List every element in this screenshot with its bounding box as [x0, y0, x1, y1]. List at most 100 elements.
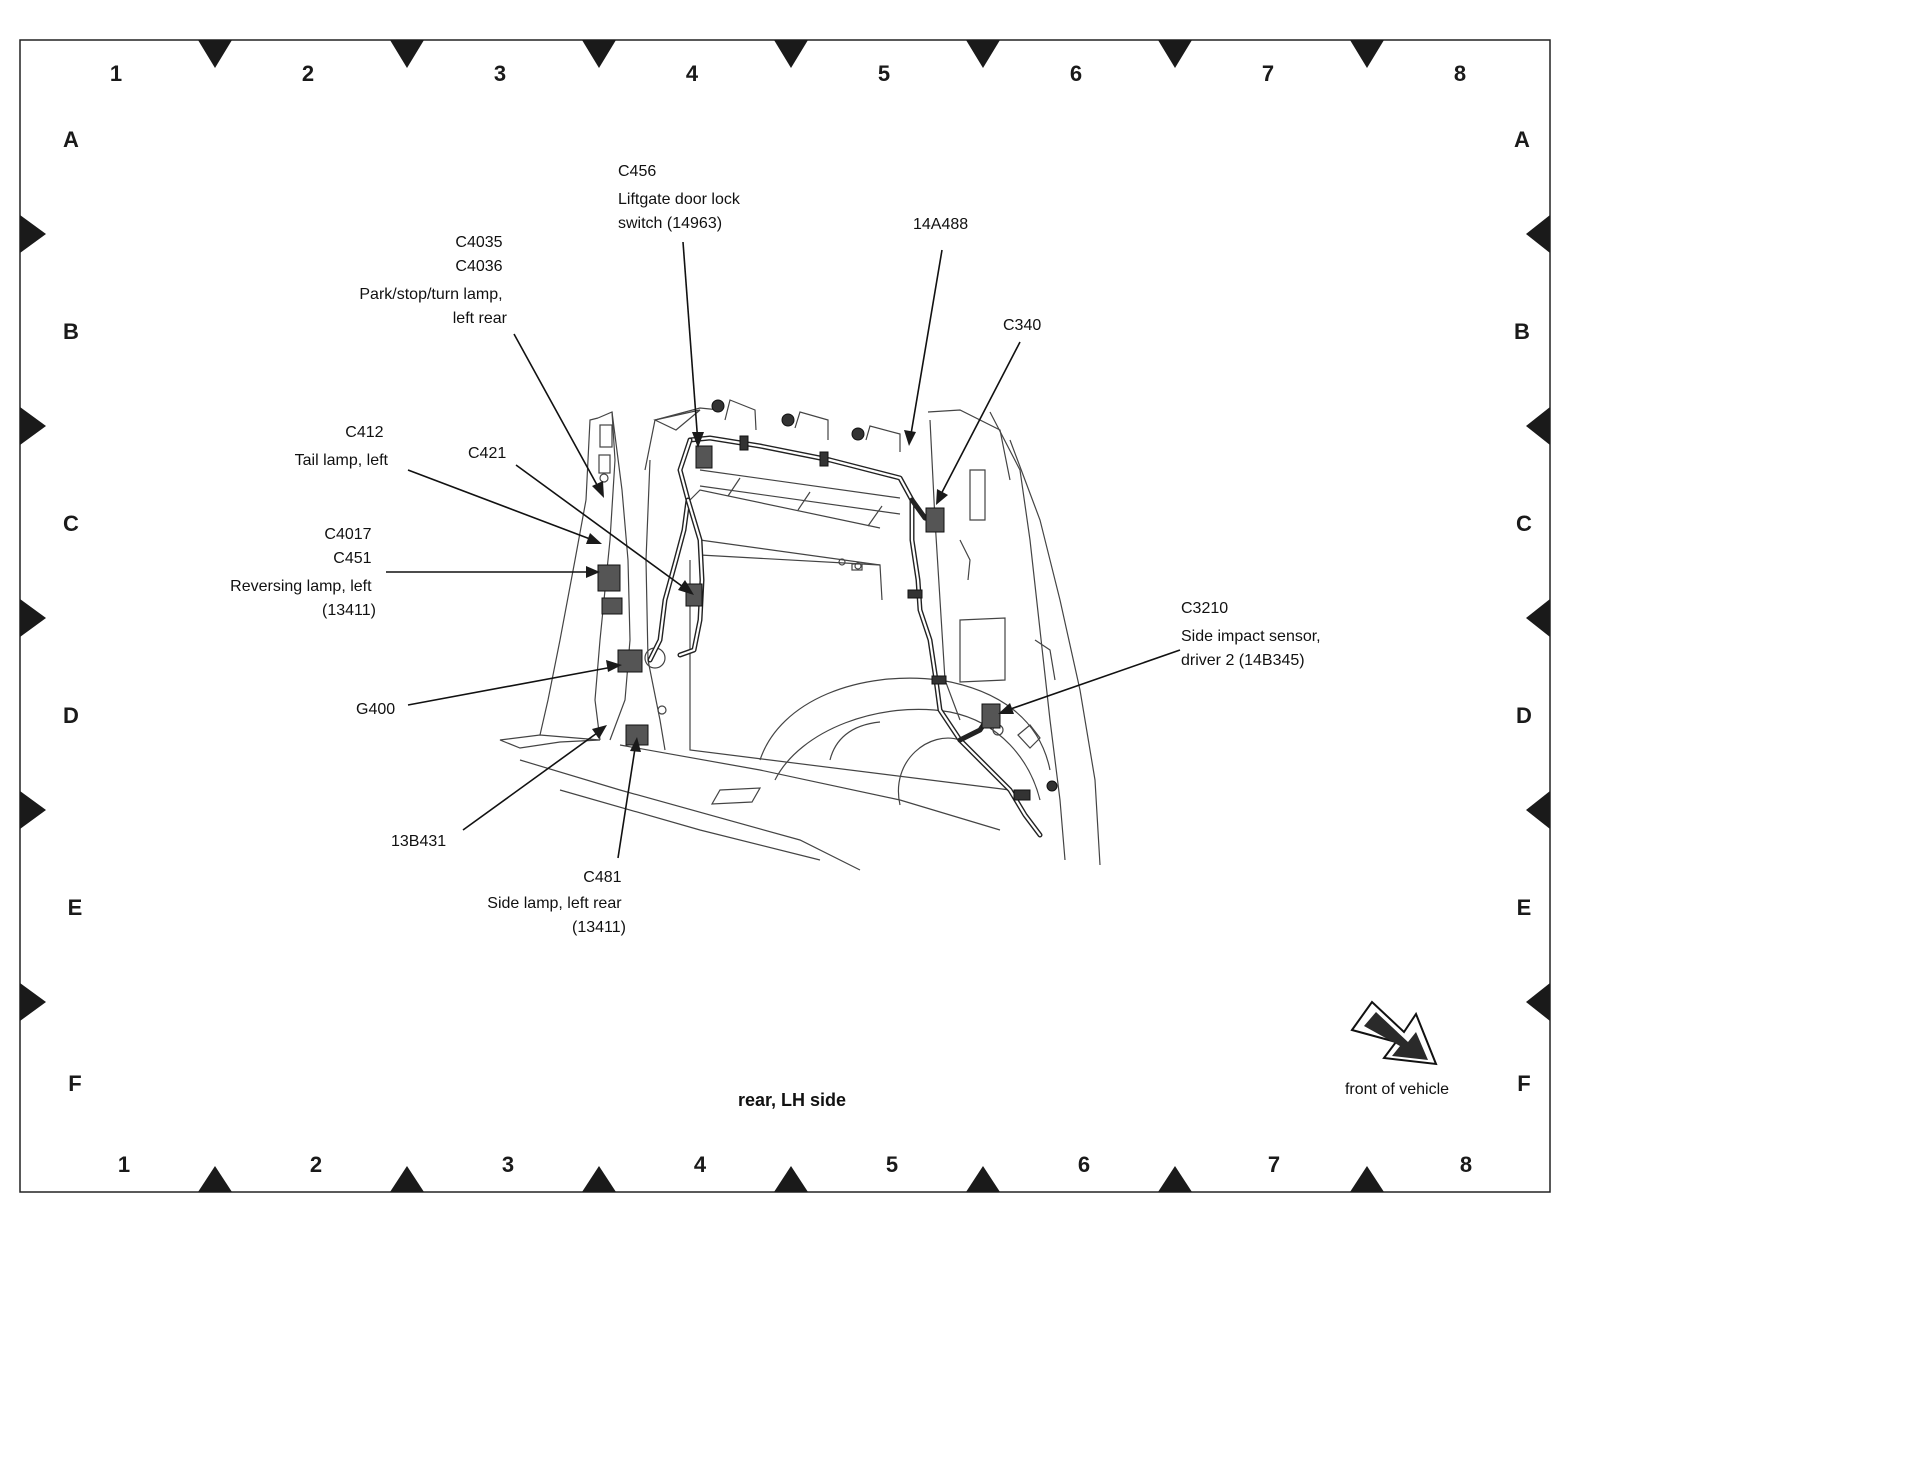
grid-column-label-top: 2 [302, 61, 314, 86]
left-zone-ticks [20, 215, 46, 1021]
callout-c4017-line: C451 [333, 550, 371, 567]
callout-g400: G400 [356, 701, 395, 718]
grid-column-label-top: 5 [878, 61, 890, 86]
callout-c481-line: C481 [583, 869, 621, 886]
callout-c481-line: Side lamp, left rear [487, 895, 622, 912]
bottom-zone-ticks [198, 1166, 1384, 1192]
left-tick [20, 791, 46, 829]
grid-row-label-right: D [1516, 703, 1532, 728]
grid-row-label-left: C [63, 511, 79, 536]
wiring-harness [647, 437, 693, 663]
grid-column-label-bottom: 4 [694, 1152, 707, 1177]
view-caption: rear, LH side [738, 1090, 846, 1110]
grid-column-label-bottom: 8 [1460, 1152, 1472, 1177]
grid-column-label-bottom: 3 [502, 1152, 514, 1177]
connector-c456 [695, 445, 713, 469]
left-tick [20, 407, 46, 445]
bottom-tick [774, 1166, 808, 1192]
harness-clip [1013, 789, 1031, 801]
callout-c412: C412 Tail lamp, left [295, 424, 389, 469]
callout-c3210-line: C3210 [1181, 600, 1228, 617]
left-tick [20, 599, 46, 637]
right-tick [1526, 599, 1550, 637]
grid-column-label-top: 4 [686, 61, 699, 86]
fastener [781, 413, 795, 427]
callout-c4035-line: left rear [453, 310, 508, 327]
callout-13b431: 13B431 [391, 833, 446, 850]
fastener [1046, 780, 1058, 792]
grid-row-label-left: F [68, 1071, 81, 1096]
wiring-harness [687, 435, 1043, 838]
grid-row-label-left: B [63, 319, 79, 344]
bottom-tick [1158, 1166, 1192, 1192]
right-zone-ticks [1526, 215, 1550, 1021]
vehicle-body-illustration [499, 399, 1101, 871]
callout-c4035: C4035 C4036 Park/stop/turn lamp, left re… [359, 234, 507, 327]
callout-c340-line: C340 [1003, 317, 1041, 334]
top-tick [390, 40, 424, 68]
connector-block [597, 564, 621, 592]
grid-column-label-top: 1 [110, 61, 122, 86]
callout-c456-line: Liftgate door lock [618, 191, 741, 208]
diagram-frame [19, 39, 1551, 1193]
grid-column-label-bottom: 6 [1078, 1152, 1090, 1177]
callout-c4017-line: C4017 [324, 526, 371, 543]
left-tick [20, 983, 46, 1021]
callout-c412-line: Tail lamp, left [295, 452, 389, 469]
callout-c3210-line: Side impact sensor, [1181, 628, 1321, 645]
wiring-harness-core [688, 436, 1042, 837]
callout-c3210: C3210 Side impact sensor, driver 2 (14B3… [1181, 600, 1325, 669]
grid-column-label-bottom: 7 [1268, 1152, 1280, 1177]
callout-c456-line: switch (14963) [618, 215, 722, 232]
grid-row-label-left: A [63, 127, 79, 152]
harness-clip [819, 451, 829, 467]
top-tick [774, 40, 808, 68]
grid-column-label-top: 7 [1262, 61, 1274, 86]
grid-row-label-right: F [1517, 1071, 1530, 1096]
fastener [851, 427, 865, 441]
callout-c4017: C4017 C451 Reversing lamp, left (13411) [230, 526, 376, 619]
front-of-vehicle-label: front of vehicle [1345, 1081, 1449, 1098]
callout-c421: C421 [468, 445, 506, 462]
harness-clip [739, 435, 749, 451]
callout-c4017-line: Reversing lamp, left [230, 578, 372, 595]
callout-c421-line: C421 [468, 445, 506, 462]
right-tick [1526, 791, 1550, 829]
harness-clip [931, 675, 947, 685]
left-tick [20, 215, 46, 253]
connector-c340 [925, 507, 945, 533]
top-zone-ticks [198, 40, 1384, 68]
right-tick [1526, 215, 1550, 253]
connector-block [617, 649, 643, 673]
top-tick [198, 40, 232, 68]
grid-column-label-top: 6 [1070, 61, 1082, 86]
grid-column-label-bottom: 5 [886, 1152, 898, 1177]
callout-13b431-line: 13B431 [391, 833, 446, 850]
connector-block [601, 597, 623, 615]
callout-c340: C340 [1003, 317, 1041, 334]
grid-row-label-left: E [68, 895, 83, 920]
callout-14a488: 14A488 [913, 216, 968, 233]
connector-c3210 [981, 703, 1001, 729]
leader-lines [386, 241, 1181, 859]
top-tick [1350, 40, 1384, 68]
grid-row-label-right: A [1514, 127, 1530, 152]
grid-column-label-bottom: 1 [118, 1152, 130, 1177]
grid-row-label-right: C [1516, 511, 1532, 536]
fastener [711, 399, 725, 413]
right-tick [1526, 407, 1550, 445]
callout-c4035-line: Park/stop/turn lamp, [359, 286, 502, 303]
grid-column-label-top: 3 [494, 61, 506, 86]
top-tick [582, 40, 616, 68]
right-tick [1526, 983, 1550, 1021]
callout-c456-line: C456 [618, 163, 656, 180]
bottom-tick [390, 1166, 424, 1192]
callout-14a488-line: 14A488 [913, 216, 968, 233]
callout-c3210-line: driver 2 (14B345) [1181, 652, 1305, 669]
callout-c4035-line: C4035 [455, 234, 502, 251]
bottom-tick [198, 1166, 232, 1192]
callout-c4017-line: (13411) [322, 602, 376, 619]
callout-c481-line: (13411) [572, 919, 626, 936]
